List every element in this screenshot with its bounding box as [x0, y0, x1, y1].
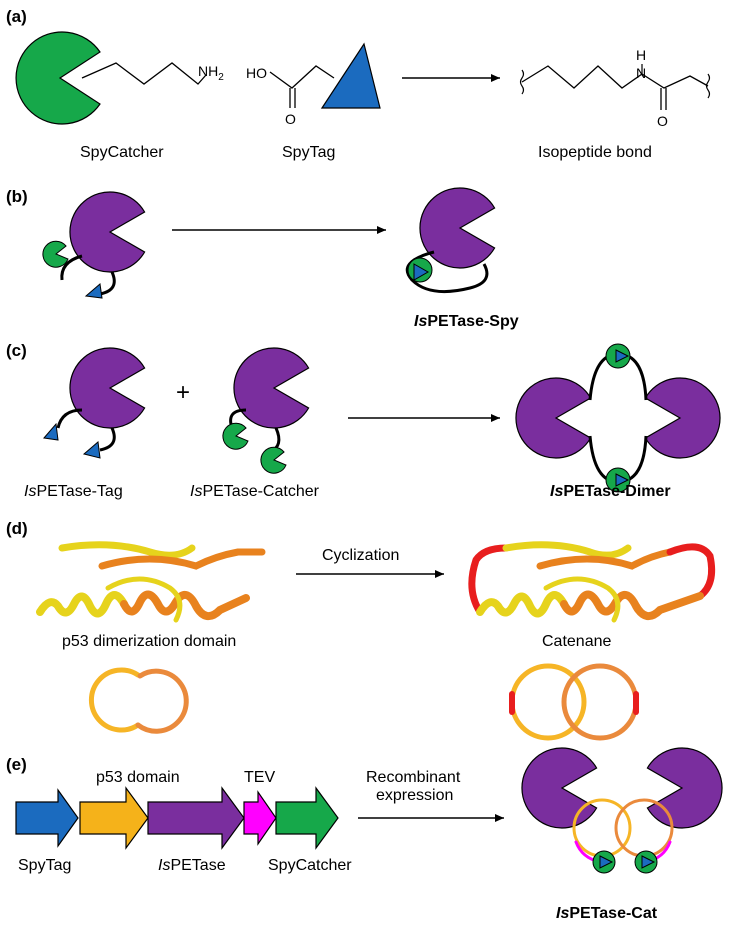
tev-label: TEV — [244, 769, 275, 786]
tag-linker-n — [56, 408, 83, 429]
small-tag — [84, 283, 103, 299]
plus-sign: + — [176, 379, 190, 406]
panel-a-letter: (a) — [6, 7, 27, 26]
ispetase-cat-label: IsPETase-Cat — [556, 905, 658, 922]
spycatcher-pacman — [15, 31, 101, 125]
panel-d: (d) Cyclization p53 dimerization domain … — [6, 519, 716, 741]
ho-label: HO — [246, 65, 267, 81]
dimer-tag-bottom — [615, 473, 630, 487]
gene-tev — [243, 790, 277, 846]
gene-p53 — [79, 786, 149, 850]
small-catcher — [42, 240, 69, 268]
tag-n — [43, 422, 59, 441]
spycatcher-gene-label: SpyCatcher — [268, 857, 352, 874]
ispetase-dimer-label: IsPETase-Dimer — [550, 483, 671, 500]
cat-helix-1 — [476, 591, 568, 618]
spytag-label: SpyTag — [282, 144, 335, 161]
panel-e: (e) p53 domain TEV Recombinant expressio… — [6, 747, 723, 922]
spycatcher-label: SpyCatcher — [80, 144, 164, 161]
p53-domain-label: p53 domain — [96, 769, 180, 786]
cat-loop — [543, 576, 621, 623]
open-rings — [88, 667, 189, 734]
cat-ring-orange — [614, 798, 674, 858]
wavy-left — [519, 69, 525, 95]
gene-spytag — [15, 788, 79, 848]
ispetase-gene-label: IsPETase — [158, 857, 226, 874]
beta-strand-1 — [58, 541, 196, 559]
p53-label: p53 dimerization domain — [62, 633, 236, 650]
ispetase-dimer — [515, 343, 721, 493]
catcher-enzyme — [233, 347, 310, 429]
expression-label-1: Recombinant — [366, 769, 461, 786]
gene-construct — [15, 786, 339, 850]
ispetase-catcher-label: IsPETase-Catcher — [190, 483, 320, 500]
spytag-gene-label: SpyTag — [18, 857, 71, 874]
ispetase-cat-structure — [521, 747, 723, 874]
spytag-triangle — [320, 42, 381, 109]
ispetase-unreacted — [42, 191, 146, 299]
cat-strand-1 — [502, 541, 632, 559]
catcher-c — [260, 446, 287, 474]
isopeptide-label: Isopeptide bond — [538, 144, 652, 161]
helix-2 — [120, 590, 250, 620]
linker-n — [60, 254, 83, 281]
panel-e-letter: (e) — [6, 755, 27, 774]
dimer-enzyme-right — [644, 377, 721, 459]
tag-enzyme — [69, 347, 146, 429]
dimer-tag-top — [615, 349, 630, 363]
closed-ring-orange — [561, 663, 639, 741]
ispetase-spy-label: IsPETase-Spy — [414, 313, 519, 330]
cat-helix-2 — [560, 590, 704, 620]
panel-c-letter: (c) — [6, 341, 27, 360]
linker-c — [99, 271, 116, 296]
panel-a: (a) NH2 HO O H N O SpyCatcher SpyTag Iso… — [6, 7, 711, 161]
panel-b: (b) IsPETase-Spy — [6, 187, 519, 330]
gene-spycatcher — [275, 786, 339, 850]
cat-enzyme-left — [521, 747, 598, 829]
tag-linker-c — [99, 427, 116, 452]
cyclization-label: Cyclization — [322, 547, 399, 564]
o-label-2: O — [657, 113, 668, 129]
ispetase-catcher-construct — [222, 347, 310, 474]
cat-strand-2 — [536, 548, 674, 570]
loop-1 — [105, 576, 183, 623]
tag-c — [82, 441, 101, 459]
panel-d-letter: (d) — [6, 519, 28, 538]
catenane-label: Catenane — [542, 633, 611, 650]
ispetase-tag-label: IsPETase-Tag — [24, 483, 123, 500]
isopeptide-chain — [521, 65, 709, 89]
aspartate-chain — [269, 65, 335, 89]
panel-b-letter: (b) — [6, 187, 28, 206]
gene-ispetase — [147, 786, 245, 850]
cat-ring-yellow — [572, 798, 632, 858]
catenane-structure — [468, 541, 716, 623]
cat-tag-left — [599, 855, 614, 869]
dimer-enzyme-left — [515, 377, 592, 459]
catcher-n — [222, 422, 249, 450]
beta-strand-2 — [98, 548, 266, 570]
wavy-right — [705, 73, 711, 99]
helix-1 — [36, 591, 128, 618]
h-label: H — [636, 47, 646, 63]
open-ring-orange — [135, 668, 189, 734]
o-label-1: O — [285, 111, 296, 127]
cat-enzyme-right — [646, 747, 723, 829]
linker-left — [468, 544, 510, 616]
n-label: N — [636, 65, 646, 81]
linker-right — [666, 543, 716, 600]
p53-structure — [36, 541, 266, 623]
cat-tag-right — [641, 855, 656, 869]
enzyme-pacman — [69, 191, 146, 273]
panel-c: (c) + IsPETase-Tag Is — [6, 341, 721, 500]
lysine-chain — [81, 62, 207, 85]
closed-rings — [509, 663, 639, 741]
nh2-label: NH2 — [198, 63, 224, 83]
ispetase-tag-construct — [43, 347, 146, 459]
open-ring-yellow — [88, 667, 141, 733]
expression-label-2: expression — [376, 787, 453, 804]
cyclic-tag — [413, 263, 430, 281]
ispetase-spy-cyclic — [405, 187, 496, 294]
enzyme-pacman-cyclic — [419, 187, 496, 269]
